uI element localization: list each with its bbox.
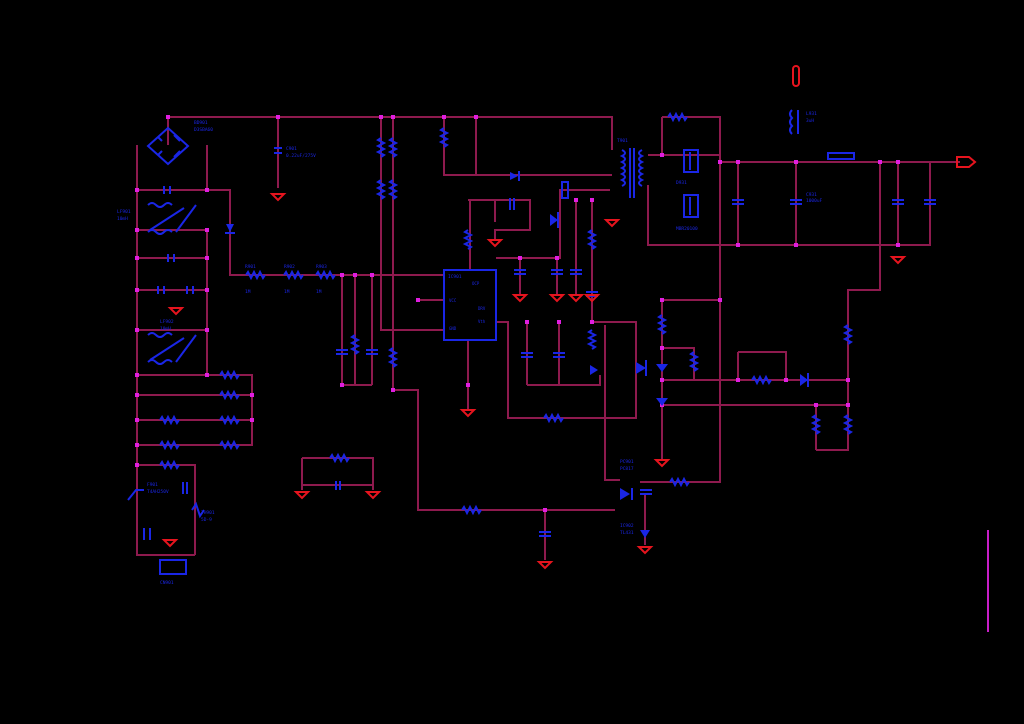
diodes-transistors: PC901 PC817 IC902 TL431 — [225, 171, 809, 538]
r901-value: 1M — [245, 289, 251, 295]
x-capacitors: C901 0.22uF/275V — [157, 146, 316, 294]
photo-value: PC817 — [620, 466, 634, 472]
output-filter: C931 1000uF L931 3uH — [732, 109, 936, 205]
output-connectors — [792, 65, 977, 168]
ground-symbols — [161, 193, 907, 570]
junction-dots — [135, 115, 900, 512]
lf901-ref: LF901 — [117, 209, 131, 215]
r903-value: 1M — [316, 289, 322, 295]
r901-ref: R901 — [245, 264, 256, 270]
startup-resistors: R901 1M R902 1M R903 1M — [245, 127, 598, 368]
thermistor-value: 5D-9 — [201, 517, 212, 523]
ac-in-ref: CN901 — [160, 580, 174, 586]
ic-pin-5: DRV — [478, 306, 486, 311]
ic-capacitors — [336, 198, 598, 537]
lf902-ref: LF902 — [160, 319, 174, 325]
common-mode-choke-1: LF901 10mH — [117, 202, 197, 235]
r902-ref: R902 — [284, 264, 295, 270]
r903-ref: R903 — [316, 264, 327, 270]
tl431-value: TL431 — [620, 530, 634, 536]
ic-pin-3: GND — [449, 326, 457, 331]
transformer-ref: T901 — [617, 138, 628, 144]
bridge-ref: BD901 — [194, 120, 208, 126]
fuse-ref: F901 — [147, 482, 158, 488]
out-cap-ref: C931 — [806, 192, 817, 198]
common-mode-choke-2: LF902 10mH — [147, 319, 197, 365]
cx-ref: C901 — [286, 146, 297, 152]
photo-ref: PC901 — [620, 459, 634, 465]
out-cap-value: 1000uF — [806, 198, 823, 204]
thermistor-ref: TH901 — [201, 510, 215, 516]
lf902-value: 10mH — [160, 326, 171, 332]
ic-pin-4: Vth — [478, 319, 486, 324]
r902-value: 1M — [284, 289, 290, 295]
wire-network — [136, 116, 960, 560]
controller-ic: IC901 OCP VCC GND Vth DRV — [443, 269, 497, 341]
feedback-resistors — [159, 111, 854, 516]
ic-pin-1: OCP — [472, 281, 480, 286]
tl431-ref: IC902 — [620, 523, 634, 529]
out-choke-value: 3uH — [806, 118, 814, 124]
bridge-value: D3SBA60 — [194, 127, 213, 133]
bridge-rectifier: BD901 D3SBA60 — [146, 120, 213, 166]
ic-pin-2: VCC — [449, 298, 457, 303]
fuse-value: T4AH250V — [147, 489, 169, 495]
flyback-transformer: T901 — [617, 138, 645, 198]
ac-input: F901 T4AH250V TH901 5D-9 CN901 — [127, 482, 215, 586]
lf901-value: 10mH — [117, 216, 128, 222]
d931-value: MBR20100 — [676, 226, 698, 232]
output-rectifiers: D931 MBR20100 — [676, 149, 699, 232]
ic-ref: IC901 — [448, 274, 462, 280]
out-choke-ref: L931 — [806, 111, 817, 117]
cx-value: 0.22uF/275V — [286, 153, 316, 159]
d931-ref: D931 — [676, 180, 687, 186]
